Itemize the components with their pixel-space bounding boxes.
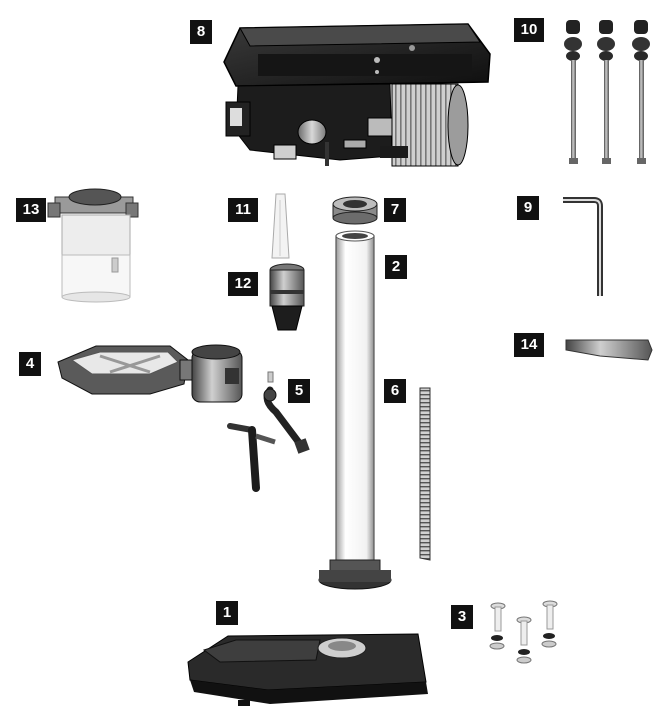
drill-head-drawing xyxy=(223,23,491,167)
drift-key-drawing xyxy=(565,339,653,361)
work-table-drawing xyxy=(57,344,243,403)
feed-handles-drawing xyxy=(564,20,650,164)
bolts-drawing xyxy=(489,600,558,664)
label-chuck: 12 xyxy=(228,272,258,296)
chuck-drawing xyxy=(269,263,305,331)
arbor-drawing xyxy=(271,193,290,259)
label-bolts: 3 xyxy=(451,605,473,629)
label-drift-key: 14 xyxy=(514,333,544,357)
column-drawing xyxy=(318,230,392,590)
rack-drawing xyxy=(419,387,431,561)
label-feed-handles: 10 xyxy=(514,18,544,42)
label-base: 1 xyxy=(216,601,238,625)
hex-key-drawing xyxy=(563,197,603,296)
crank-drawing xyxy=(227,371,310,492)
label-chuck-guard: 13 xyxy=(16,198,46,222)
label-hex-key: 9 xyxy=(517,196,539,220)
label-collar: 7 xyxy=(384,198,406,222)
label-column: 2 xyxy=(385,255,407,279)
base-drawing xyxy=(187,633,428,706)
label-crank: 5 xyxy=(288,379,310,403)
label-table: 4 xyxy=(19,352,41,376)
label-arbor: 11 xyxy=(228,198,258,222)
label-head: 8 xyxy=(190,20,212,44)
label-rack: 6 xyxy=(384,379,406,403)
collar-drawing xyxy=(332,196,378,225)
chuck-guard-drawing xyxy=(47,188,139,303)
